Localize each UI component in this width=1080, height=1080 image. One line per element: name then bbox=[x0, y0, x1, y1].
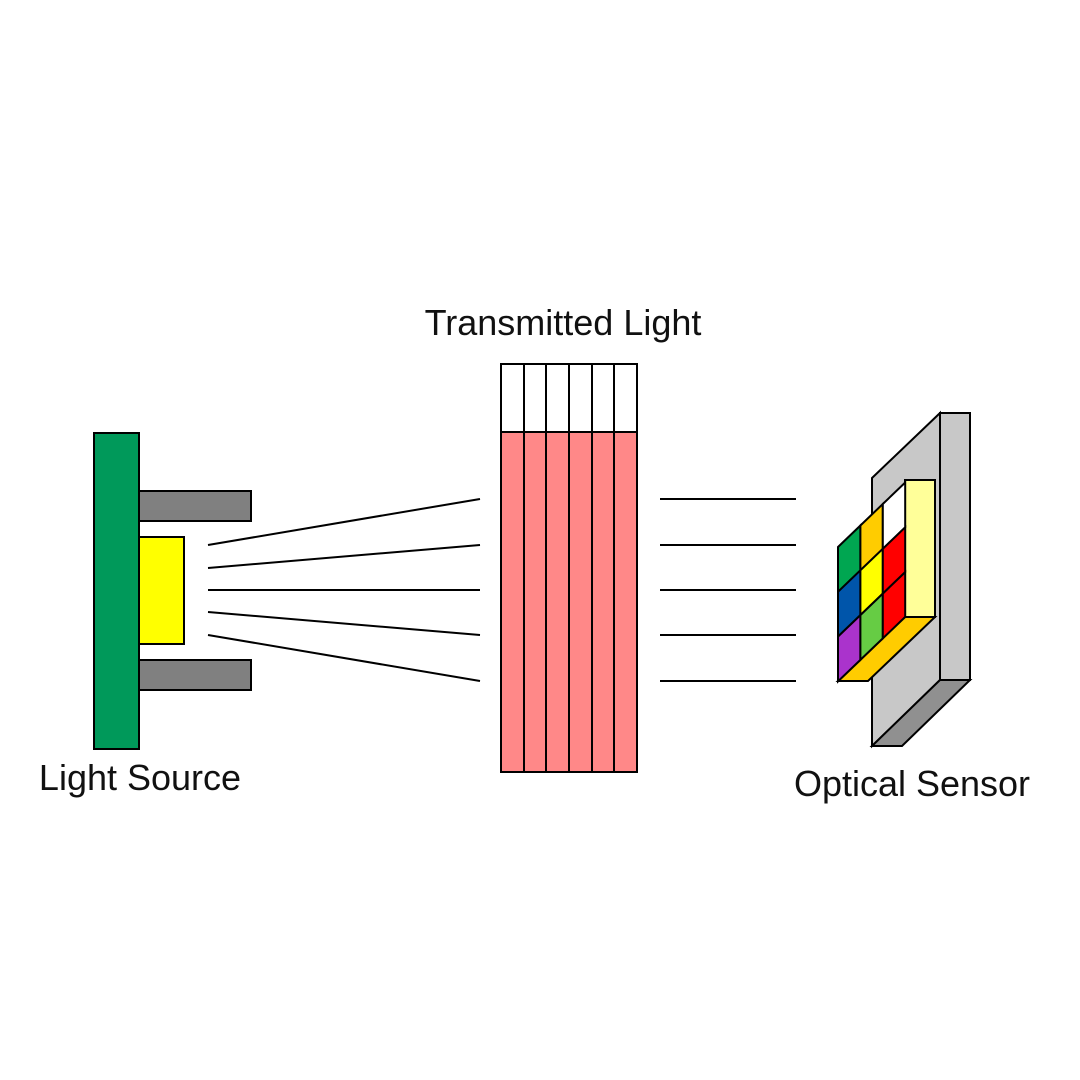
sensor-pixel-grid bbox=[837, 480, 907, 684]
light-source-label: Light Source bbox=[39, 757, 241, 798]
transmitted-light-label: Transmitted Light bbox=[425, 302, 702, 343]
sensor-body-side bbox=[939, 412, 971, 681]
cuvette-dividers bbox=[523, 364, 615, 772]
optical-sensor-label: Optical Sensor bbox=[794, 763, 1030, 804]
sensor-pixel bbox=[881, 569, 907, 641]
light-source-board bbox=[93, 432, 140, 750]
led-emitter bbox=[138, 536, 185, 645]
lower-housing bbox=[138, 659, 252, 691]
cuvette bbox=[500, 363, 638, 773]
sensor-panel bbox=[904, 479, 936, 618]
light-source bbox=[93, 432, 252, 750]
incident-ray-5 bbox=[207, 634, 481, 682]
incident-ray-4 bbox=[207, 611, 481, 636]
upper-housing bbox=[138, 490, 252, 522]
sensor-body-bottom bbox=[869, 679, 973, 747]
incident-ray-2 bbox=[207, 544, 481, 569]
incident-ray-1 bbox=[207, 498, 481, 546]
incident-rays bbox=[207, 498, 481, 682]
optical-sensor bbox=[835, 410, 973, 749]
transmitted-rays bbox=[660, 498, 796, 682]
